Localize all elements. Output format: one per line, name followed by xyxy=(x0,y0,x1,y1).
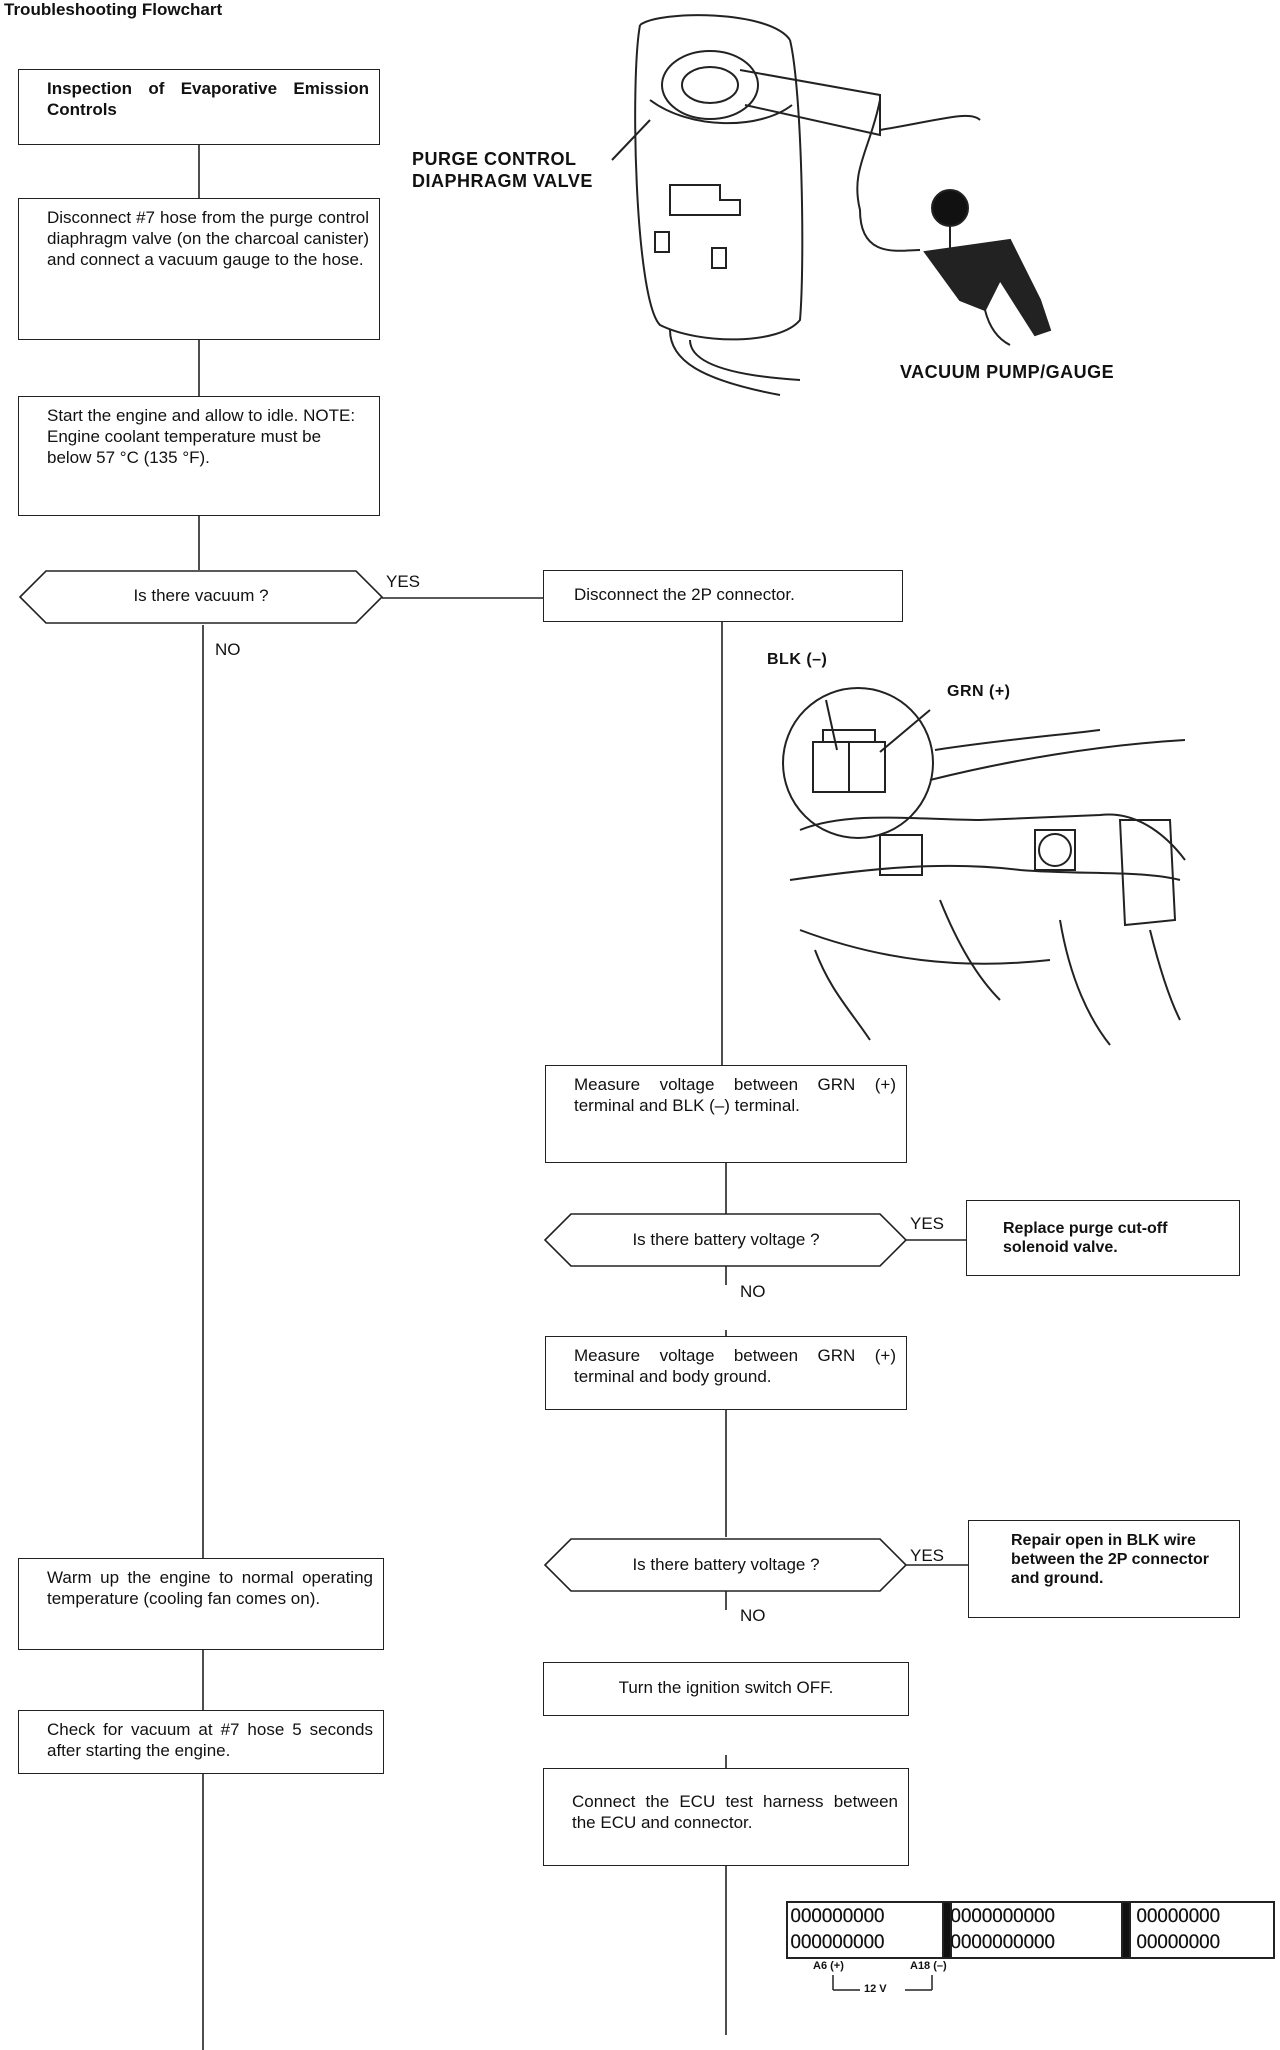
caption-grn: GRN (+) xyxy=(947,683,1011,700)
ecu-pin-group: OOOOOOOOOO xyxy=(950,1905,1055,1927)
ecu-pin-group: OOOOOOOOO xyxy=(790,1905,885,1927)
caption-blk: BLK (–) xyxy=(767,651,828,668)
caption-a6: A6 (+) xyxy=(813,1960,844,1972)
decision-battery-1-shape xyxy=(543,1213,908,1267)
ecu-pin-group: OOOOOOOOO xyxy=(790,1931,885,1953)
charcoal-canister-illustration xyxy=(611,14,981,396)
step-ignition-off: Turn the ignition switch OFF. xyxy=(543,1662,909,1716)
decision-vacuum: Is there vacuum ? xyxy=(133,586,269,605)
yes-label-battery-2: YES xyxy=(910,1546,945,1565)
decision-battery-2-shape xyxy=(543,1538,908,1592)
no-label-battery-2: NO xyxy=(740,1606,766,1625)
ecu-voltage-bracket xyxy=(832,1975,933,1991)
step-disconnect-2p: Disconnect the 2P connector. xyxy=(543,570,903,622)
step-ecu-harness: Connect the ECU test harness between the… xyxy=(543,1768,909,1866)
caption-purge-valve: PURGE CONTROL DIAPHRAGM VALVE xyxy=(412,149,593,191)
vacuum-pump-illustration xyxy=(923,189,1052,346)
ecu-pin-group: OOOOOOOO xyxy=(1136,1931,1221,1953)
step-start-engine: Start the engine and allow to idle. NOTE… xyxy=(18,396,380,516)
step-check-vacuum: Check for vacuum at #7 hose 5 seconds af… xyxy=(18,1710,384,1774)
no-label-vacuum: NO xyxy=(215,640,241,659)
step-warm-up: Warm up the engine to normal operating t… xyxy=(18,1558,384,1650)
decision-shapes xyxy=(18,570,908,1592)
decision-vacuum-shape xyxy=(18,570,384,624)
caption-vacuum-pump: VACUUM PUMP/GAUGE xyxy=(900,362,1115,382)
no-label-battery-1: NO xyxy=(740,1282,766,1301)
decision-battery-2: Is there battery voltage ? xyxy=(632,1555,820,1574)
caption-12v: 12 V xyxy=(864,1983,887,1995)
ecu-connector-illustration xyxy=(786,1901,1275,1959)
step-inspection: Inspection of Evaporative Emission Contr… xyxy=(18,69,380,145)
ecu-pin-group: OOOOOOOO xyxy=(1136,1905,1221,1927)
step-measure-grn-ground: Measure voltage between GRN (+) terminal… xyxy=(545,1336,907,1410)
connector-engine-illustration xyxy=(782,687,1186,1046)
yes-label-vacuum: YES xyxy=(386,572,421,591)
yes-label-battery-1: YES xyxy=(910,1214,945,1233)
step-repair-open: Repair open in BLK wire between the 2P c… xyxy=(968,1520,1240,1618)
step-replace-valve: Replace purge cut-off solenoid valve. xyxy=(966,1200,1240,1276)
ecu-pin-group: OOOOOOOOOO xyxy=(950,1931,1055,1953)
caption-a18: A18 (–) xyxy=(910,1960,947,1972)
page-title: Troubleshooting Flowchart xyxy=(4,0,223,19)
decision-battery-1: Is there battery voltage ? xyxy=(632,1230,820,1249)
step-disconnect-hose: Disconnect #7 hose from the purge contro… xyxy=(18,198,380,340)
step-measure-grn-blk: Measure voltage between GRN (+) terminal… xyxy=(545,1065,907,1163)
